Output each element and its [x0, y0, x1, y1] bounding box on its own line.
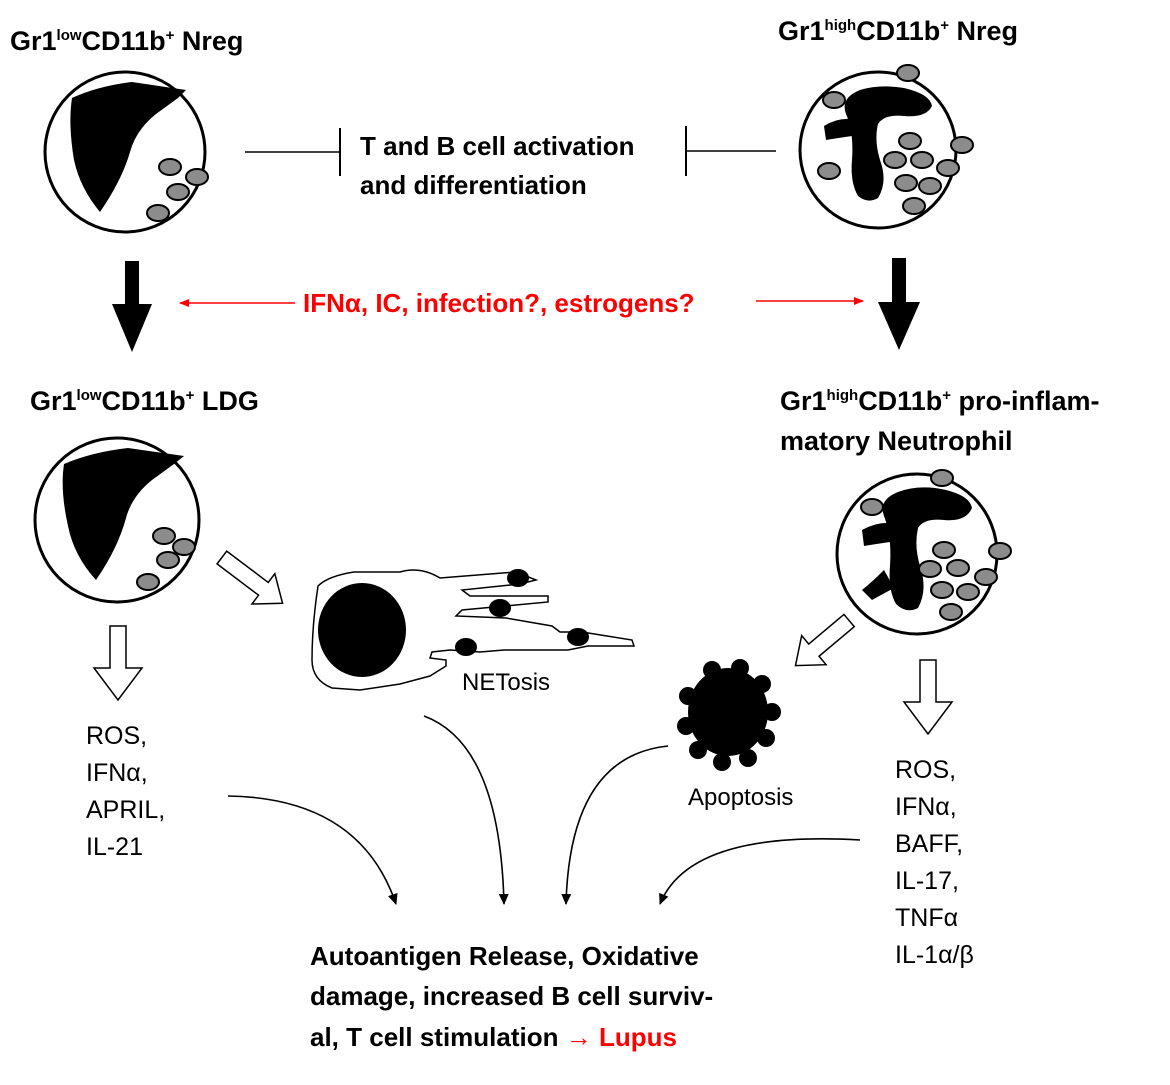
- down-arrow-left: [112, 261, 152, 352]
- proinflam-product-item: BAFF,: [895, 830, 964, 858]
- outcome-line3: al, T cell stimulation → Lupus: [310, 1022, 677, 1052]
- triggers-label: IFNα, IC, infection?, estrogens?: [303, 288, 695, 318]
- proinflam-product-item: IL-1α/β: [895, 941, 974, 969]
- nreg-low-cell: [43, 70, 209, 234]
- ldg-product-item: APRIL,: [86, 796, 166, 824]
- curve-netosis: [423, 715, 509, 905]
- inhibition-right: [685, 126, 776, 176]
- hollow-arrow-proinflam-products: [902, 659, 954, 736]
- outcome-line2: damage, increased B cell surviv-: [310, 981, 714, 1011]
- hollow-arrow-ldg-products: [92, 625, 144, 702]
- hollow-arrow-to-apoptosis: [794, 613, 856, 667]
- proinflam-product-item: TNFα: [895, 904, 959, 932]
- nreg-high-cell: [798, 64, 974, 230]
- curve-apoptosis: [561, 745, 669, 905]
- netosis-cell: [311, 569, 636, 691]
- ldg-cell: [33, 436, 201, 604]
- ldg-product-item: IL-21: [86, 833, 143, 861]
- proinflam-label-line1: Gr1highCD11b+ pro-inflam-: [780, 386, 1100, 416]
- outcome-line1: Autoantigen Release, Oxidative: [310, 941, 699, 971]
- ldg-label: Gr1lowCD11b+ LDG: [30, 386, 259, 416]
- apoptosis-cell: [677, 659, 781, 771]
- apoptosis-label: Apoptosis: [688, 784, 794, 811]
- ldg-product-item: ROS,: [86, 722, 148, 750]
- proinflam-products-list: ROS, IFNα, BAFF, IL-17, TNFα IL-1α/β: [895, 752, 974, 974]
- activation-line2: and differentiation: [360, 170, 587, 200]
- outcome-arrow: →: [565, 1022, 599, 1052]
- proinflam-product-item: IFNα,: [895, 793, 957, 821]
- proinflam-product-item: ROS,: [895, 756, 957, 784]
- outcome-result: Lupus: [598, 1022, 677, 1052]
- curve-ldg-products: [227, 795, 398, 905]
- ldg-product-item: IFNα,: [86, 759, 148, 787]
- nreg-low-label: Gr1lowCD11b+ Nreg: [10, 26, 244, 56]
- netosis-label: NETosis: [462, 669, 551, 696]
- ldg-products-list: ROS, IFNα, APRIL, IL-21: [86, 718, 165, 866]
- inhibition-left: [245, 128, 341, 176]
- proinflam-label-line2: matory Neutrophil: [780, 426, 1013, 456]
- proinflam-product-item: IL-17,: [895, 867, 959, 895]
- proinflam-cell: [835, 469, 1012, 636]
- curve-proinflam-products: [659, 838, 861, 905]
- activation-line1: T and B cell activation: [360, 131, 635, 161]
- down-arrow-right: [878, 258, 920, 350]
- nreg-high-label: Gr1highCD11b+ Nreg: [778, 16, 1019, 46]
- hollow-arrow-to-netosis: [215, 550, 284, 605]
